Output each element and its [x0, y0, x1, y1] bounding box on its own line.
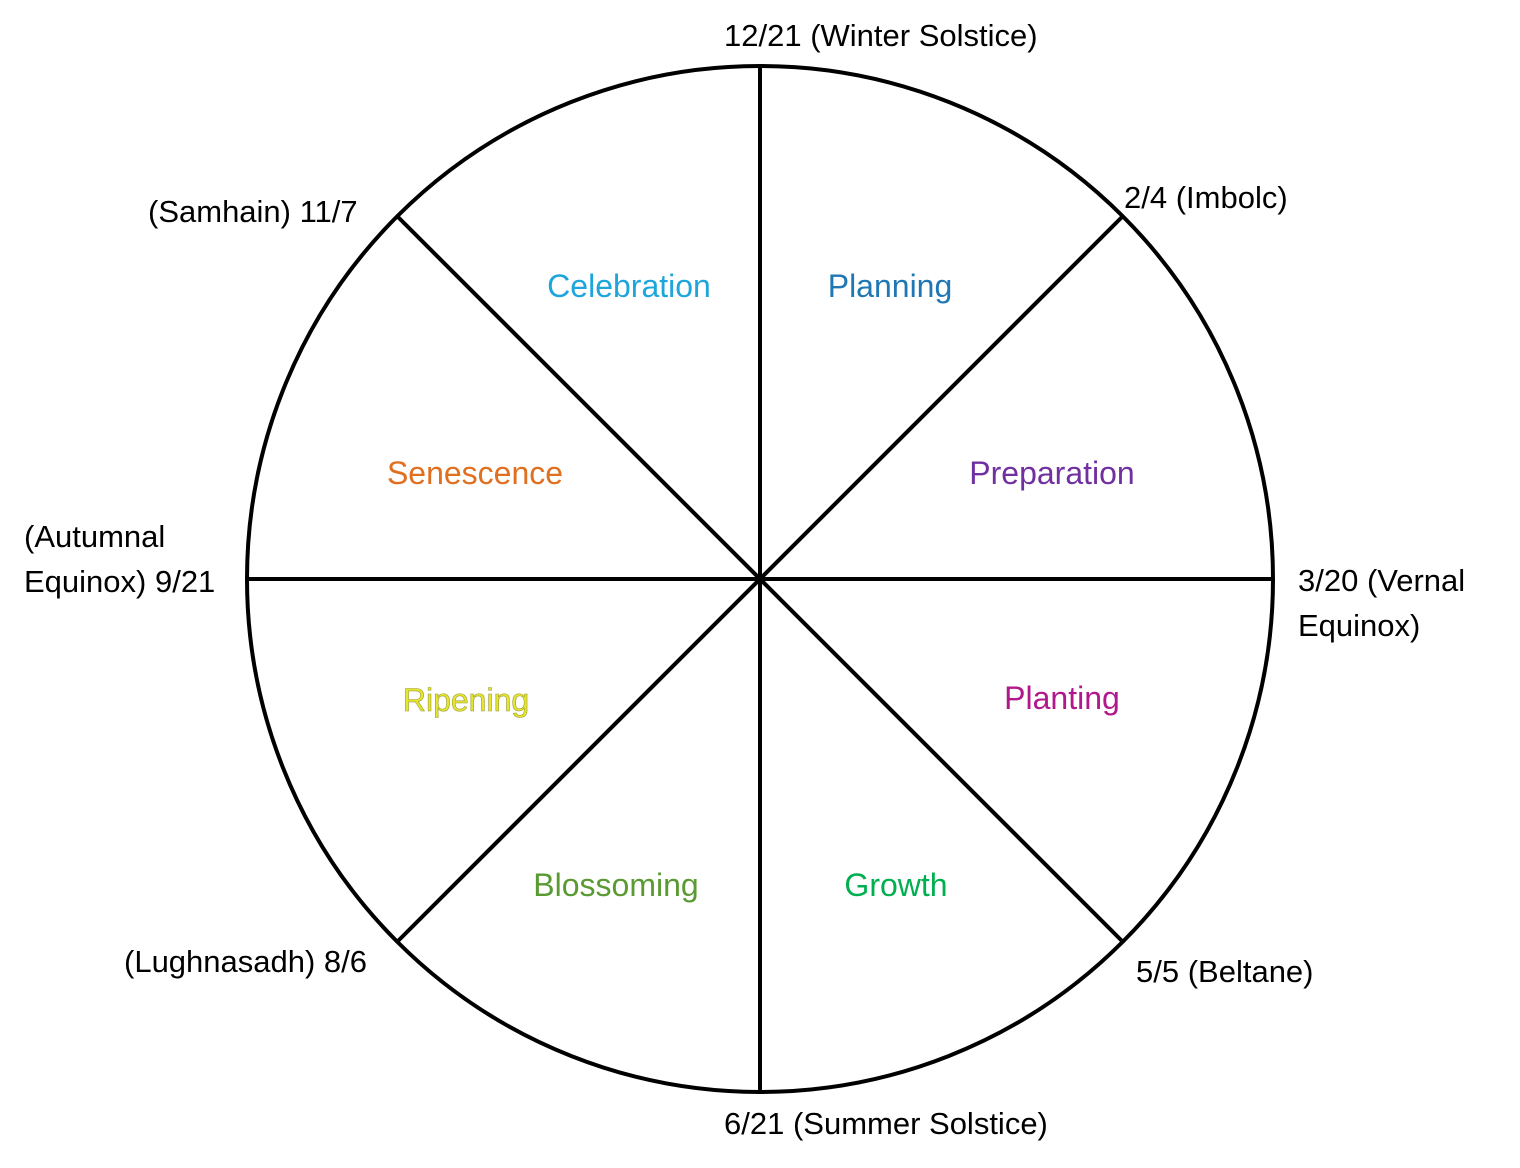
date-label-beltane: 5/5 (Beltane) [1136, 954, 1314, 989]
phase-label-preparation: Preparation [969, 455, 1134, 491]
phase-label-celebration: Celebration [547, 268, 711, 304]
phase-label-planning: Planning [828, 268, 953, 304]
date-label-autumnal-equinox-line1: (Autumnal [24, 519, 165, 554]
date-label-summer-solstice: 6/21 (Summer Solstice) [724, 1106, 1048, 1141]
phase-label-ripening: Ripening [403, 682, 529, 718]
date-label-winter-solstice: 12/21 (Winter Solstice) [724, 18, 1038, 53]
date-label-imbolc: 2/4 (Imbolc) [1124, 180, 1288, 215]
divider-diagonal-nw-se [395, 214, 1125, 944]
date-label-samhain: (Samhain) 11/7 [148, 194, 358, 229]
date-label-autumnal-equinox-line2: Equinox) 9/21 [24, 564, 215, 599]
date-label-vernal-equinox-line2: Equinox) [1298, 608, 1420, 643]
phase-label-senescence: Senescence [387, 455, 563, 491]
phase-label-growth: Growth [844, 867, 947, 903]
date-label-lughnasadh: (Lughnasadh) 8/6 [124, 944, 367, 979]
phase-label-blossoming: Blossoming [533, 867, 698, 903]
phase-label-planting: Planting [1004, 680, 1120, 716]
date-label-vernal-equinox-line1: 3/20 (Vernal [1298, 563, 1465, 598]
